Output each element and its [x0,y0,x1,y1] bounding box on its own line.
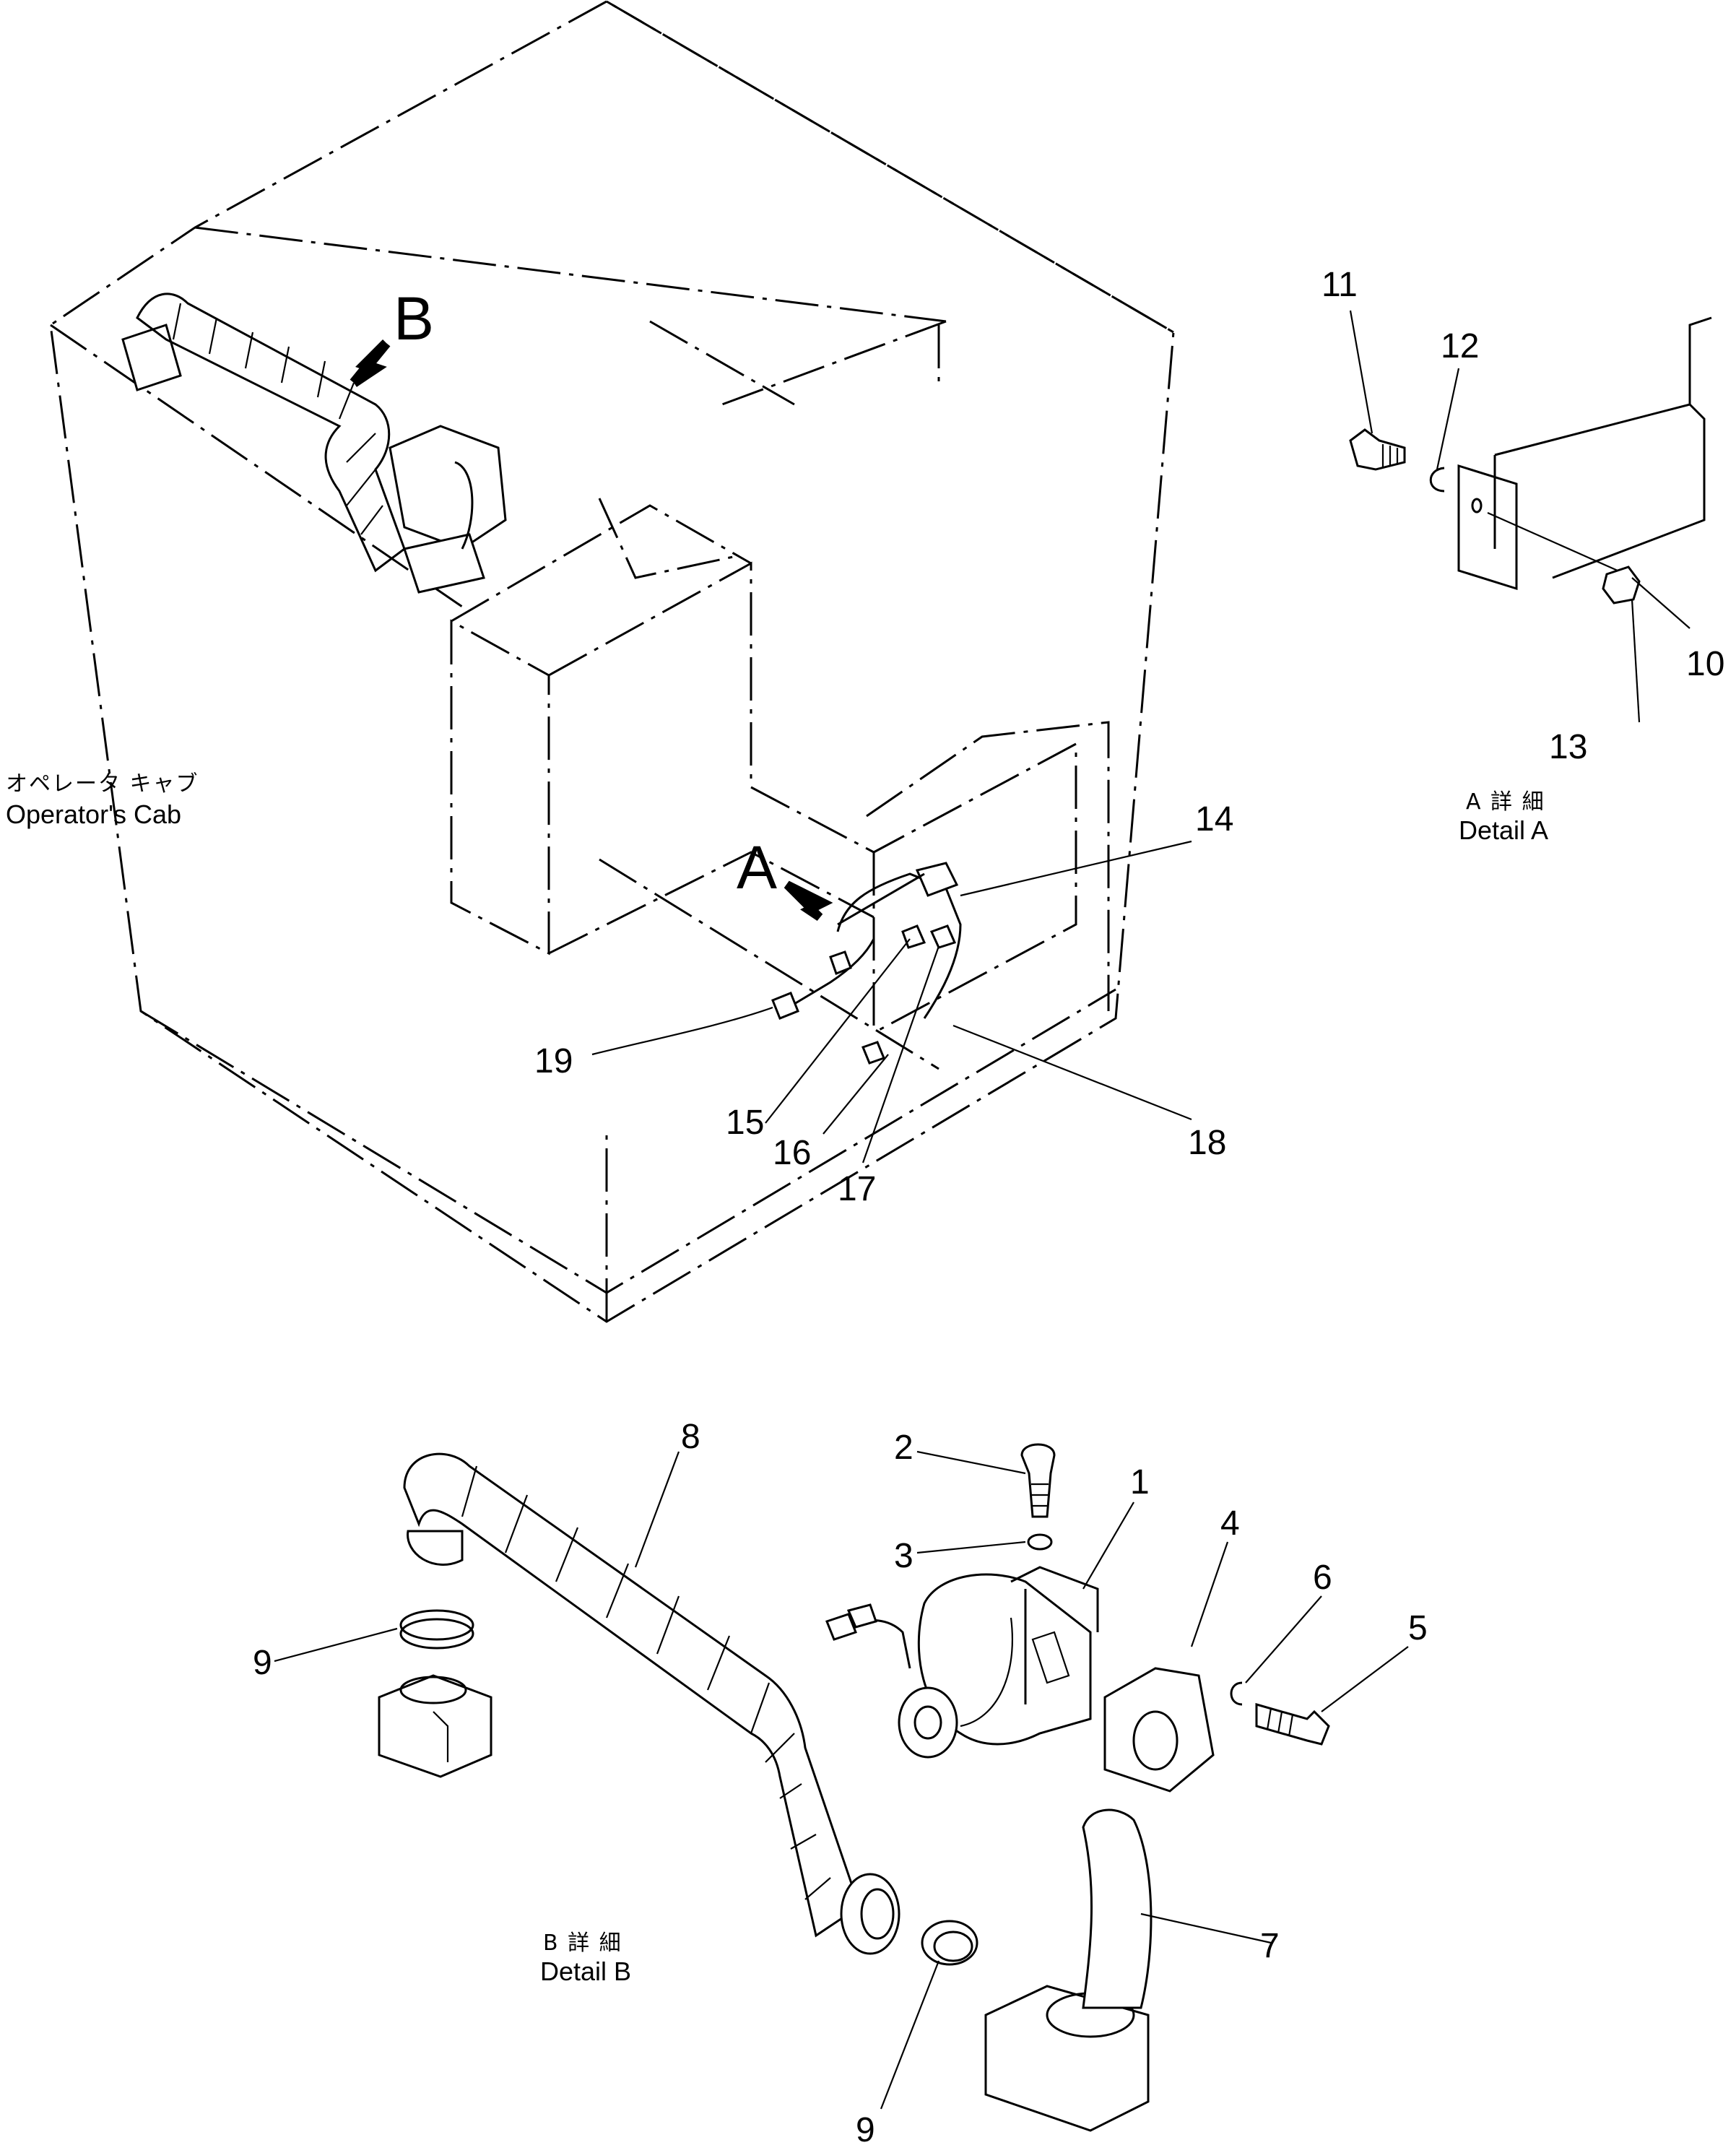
callout-6: 6 [1313,1559,1332,1597]
detail-a-assembly [1349,316,1712,604]
view-arrow-b-label: B [394,285,434,352]
bracket-4 [1103,1667,1215,1793]
callout-15: 15 [726,1104,764,1142]
operator-cab-outline [49,0,1175,1323]
callout-3: 3 [894,1537,913,1575]
callout-11: 11 [1321,266,1358,304]
detail-b-label-en: Detail B [540,1956,631,1986]
callout-12: 12 [1441,327,1479,365]
leader-lines [274,310,1691,2110]
clamp-9-top [399,1609,474,1641]
view-arrow-a-label: A [737,833,777,901]
cab-duct-assembly [121,292,507,594]
washer-12 [1429,467,1445,493]
callout-18: 18 [1188,1124,1226,1162]
arrow-b-pointer [350,339,391,387]
cab-label-en: Operator's Cab [6,800,181,829]
detail-b-label-jp: B 詳 細 [543,1930,622,1956]
callout-9-upper: 9 [253,1644,272,1682]
bolt-2 [1020,1443,1056,1518]
callout-17: 17 [838,1170,876,1208]
washer-3 [1027,1533,1053,1551]
heater-unit-block [450,498,1110,1034]
nut-13 [1602,566,1641,604]
callout-19: 19 [534,1042,573,1080]
callout-8: 8 [681,1418,700,1456]
washer-6 [1230,1681,1243,1706]
callout-1: 1 [1130,1463,1150,1502]
callout-13: 13 [1549,728,1587,766]
hose-7 [1082,1808,1153,2009]
bolt-5 [1255,1703,1330,1746]
callout-4: 4 [1220,1504,1240,1543]
cab-label-jp: オペレータ キャブ [6,771,199,797]
callout-10: 10 [1686,645,1724,683]
bolt-11 [1349,428,1406,471]
detail-b-duct [378,1452,1153,2132]
blower-motor-assembly [825,1443,1330,1793]
arrow-a-pointer [784,880,833,921]
callout-16: 16 [773,1134,811,1172]
detail-a-label-en: Detail A [1459,815,1548,845]
callout-5: 5 [1408,1609,1428,1647]
callout-7: 7 [1260,1927,1280,1965]
callout-14: 14 [1195,800,1233,838]
clamp-9-bottom [921,1920,978,1966]
callout-2: 2 [894,1429,913,1467]
callout-9-lower: 9 [856,2111,875,2145]
detail-a-label-jp: A 詳 細 [1466,789,1545,815]
